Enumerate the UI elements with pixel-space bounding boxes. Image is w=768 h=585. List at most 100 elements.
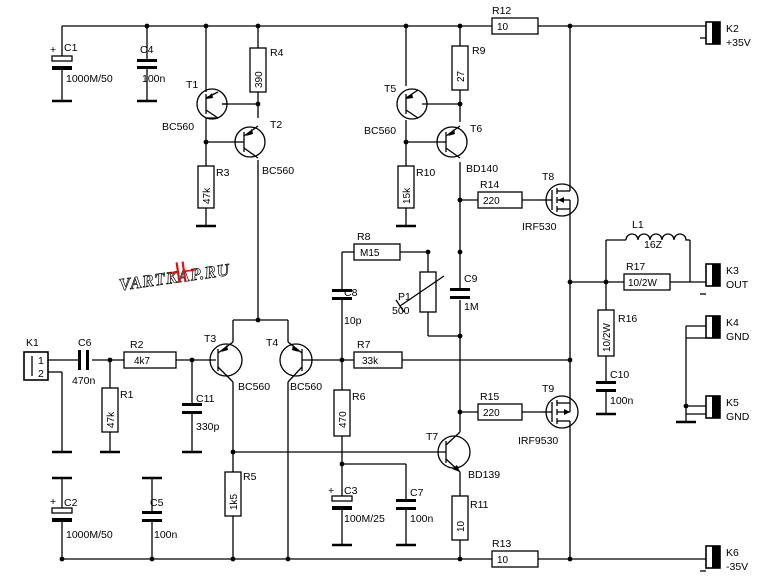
connector-K1: K1 1 2 <box>23 337 49 381</box>
svg-text:100n: 100n <box>154 529 178 541</box>
capacitor-C1: + C1 1000M/50 <box>50 42 113 85</box>
svg-text:100n: 100n <box>610 395 634 407</box>
capacitor-logo-icon <box>168 261 196 283</box>
svg-text:10: 10 <box>456 520 467 532</box>
resistor-R10: R10 15k <box>397 165 435 209</box>
resistor-R2: R2 4k7 <box>123 339 177 369</box>
svg-text:C5: C5 <box>150 497 164 509</box>
svg-text:K1: K1 <box>26 337 39 349</box>
transistor-T3: T3 BC560 <box>204 333 270 393</box>
svg-text:M15: M15 <box>360 248 380 259</box>
ground-symbols <box>52 99 696 547</box>
svg-text:BC560: BC560 <box>364 125 396 137</box>
capacitor-C8: C8 10p <box>332 287 362 327</box>
svg-text:1M: 1M <box>464 301 479 313</box>
connector-K3: K3 OUT <box>705 263 749 291</box>
capacitor-C9: C9 1M <box>450 273 479 313</box>
svg-text:T9: T9 <box>542 383 554 395</box>
svg-text:220: 220 <box>483 196 500 207</box>
svg-text:R13: R13 <box>492 538 511 550</box>
svg-text:10p: 10p <box>344 315 362 327</box>
svg-text:+: + <box>50 496 56 508</box>
svg-text:L1: L1 <box>632 219 644 231</box>
svg-text:100n: 100n <box>410 513 434 525</box>
svg-text:T8: T8 <box>542 171 554 183</box>
svg-text:R14: R14 <box>480 179 499 191</box>
resistor-R9: R9 27 <box>451 45 486 91</box>
svg-text:BC560: BC560 <box>290 381 322 393</box>
watermark-logo: VARTKAP.RU <box>118 260 232 295</box>
transistor-T5: T5 BC560 <box>364 83 428 137</box>
svg-text:470: 470 <box>338 411 349 428</box>
svg-text:2: 2 <box>38 368 44 380</box>
svg-text:BD140: BD140 <box>466 163 498 175</box>
svg-text:P1: P1 <box>398 291 411 303</box>
svg-text:100n: 100n <box>142 73 166 85</box>
resistor-R16: R16 10/2W <box>597 309 637 357</box>
svg-text:33k: 33k <box>362 356 379 367</box>
svg-text:16Z: 16Z <box>644 239 663 251</box>
svg-text:27: 27 <box>456 70 467 82</box>
svg-text:IRF9530: IRF9530 <box>518 435 558 447</box>
capacitor-C2: + C2 1000M/50 <box>50 496 113 541</box>
svg-text:+: + <box>50 44 56 56</box>
junction-dots <box>59 23 689 562</box>
connector-K2: K2 +35V <box>705 21 751 49</box>
svg-text:K6: K6 <box>726 547 739 559</box>
connector-K5: K5 GND <box>705 395 750 423</box>
svg-text:C10: C10 <box>610 369 629 381</box>
mosfet-T9: T9 IRF9530 <box>518 383 579 447</box>
svg-text:R5: R5 <box>243 471 257 483</box>
resistor-R7: R7 33k <box>353 339 403 369</box>
svg-text:VARTKAP.RU: VARTKAP.RU <box>118 260 231 294</box>
svg-text:C1: C1 <box>64 42 78 54</box>
resistor-R12: R12 10 <box>491 5 539 35</box>
svg-text:T1: T1 <box>186 79 198 91</box>
svg-text:C2: C2 <box>64 497 78 509</box>
svg-text:C3: C3 <box>344 485 358 497</box>
svg-text:1000M/50: 1000M/50 <box>66 529 113 541</box>
svg-text:R1: R1 <box>120 389 134 401</box>
svg-text:C6: C6 <box>78 337 92 349</box>
svg-text:BD139: BD139 <box>468 469 500 481</box>
resistor-R8: R8 M15 <box>353 231 401 261</box>
svg-text:R15: R15 <box>480 391 499 403</box>
svg-text:T7: T7 <box>426 431 438 443</box>
connector-K4: K4 GND <box>705 315 750 343</box>
capacitor-C11: C11 330p <box>182 393 220 433</box>
svg-text:BC560: BC560 <box>238 381 270 393</box>
svg-text:220: 220 <box>483 408 500 419</box>
transistor-T4: T4 BC560 <box>266 337 322 393</box>
svg-text:+: + <box>328 485 334 497</box>
svg-text:R9: R9 <box>472 45 486 57</box>
svg-text:10: 10 <box>497 555 509 566</box>
svg-text:10/2W: 10/2W <box>628 278 657 289</box>
svg-text:4k7: 4k7 <box>134 356 151 367</box>
capacitor-C10: C10 100n <box>596 369 634 407</box>
svg-text:47k: 47k <box>106 411 117 428</box>
transistor-T6: T6 BD140 <box>436 123 498 175</box>
svg-text:1k5: 1k5 <box>229 493 240 510</box>
svg-text:-35V: -35V <box>726 561 748 573</box>
svg-text:C7: C7 <box>410 487 424 499</box>
svg-text:GND: GND <box>726 411 750 423</box>
svg-text:R7: R7 <box>357 339 371 351</box>
svg-text:390: 390 <box>254 71 265 88</box>
svg-text:330p: 330p <box>196 421 220 433</box>
mosfet-T8: T8 IRF530 <box>522 171 579 233</box>
svg-text:T6: T6 <box>470 123 482 135</box>
svg-text:BC560: BC560 <box>162 121 194 133</box>
svg-text:C9: C9 <box>464 273 478 285</box>
svg-text:R12: R12 <box>492 5 511 17</box>
svg-text:R8: R8 <box>357 231 371 243</box>
svg-text:T2: T2 <box>270 119 282 131</box>
svg-text:10: 10 <box>497 22 509 33</box>
svg-text:C11: C11 <box>196 393 215 405</box>
svg-text:GND: GND <box>726 331 750 343</box>
resistor-R15: R15 220 <box>477 391 523 421</box>
svg-text:T5: T5 <box>384 83 396 95</box>
potentiometer-P1: P1 500 <box>392 271 445 317</box>
svg-text:BC560: BC560 <box>262 165 294 177</box>
resistor-R3: R3 47k <box>197 165 230 209</box>
